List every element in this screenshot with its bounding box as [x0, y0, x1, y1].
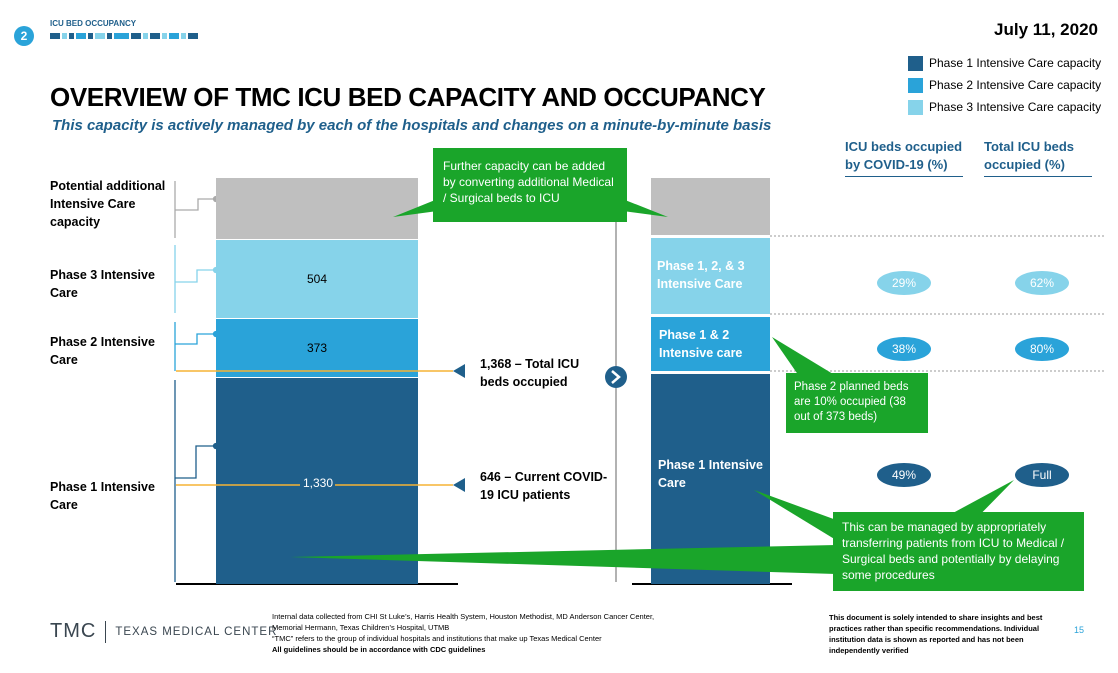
- source-line: Internal data collected from CHI St Luke…: [272, 612, 655, 621]
- page-subtitle: This capacity is actively managed by eac…: [52, 117, 772, 134]
- phase2-value: 373: [306, 341, 328, 355]
- covid-patients-callout: 646 – Current COVID-19 ICU patients: [480, 470, 608, 502]
- legend-swatch: [908, 77, 923, 93]
- column-header-total: Total ICU beds occupied (%): [984, 138, 1092, 177]
- source-line: All guidelines should be in accordance w…: [272, 645, 486, 654]
- left-bar-potential-segment: [216, 178, 418, 239]
- note-phase2-planned: Phase 2 planned beds are 10% occupied (3…: [786, 373, 928, 433]
- phase1-value: 1,330: [302, 476, 334, 490]
- left-bar-phase1-segment: [216, 378, 418, 584]
- right-bar-phase123-label: Phase 1, 2, & 3 Intensive Care: [657, 259, 745, 291]
- legend-label: Phase 3 Intensive Care capacity: [929, 100, 1102, 114]
- right-bar-potential-segment: [651, 178, 770, 235]
- section-progress-bar: [50, 33, 198, 39]
- legend: Phase 1 Intensive Care capacity Phase 2 …: [908, 52, 1101, 118]
- section-tag: ICU BED OCCUPANCY: [50, 19, 137, 28]
- left-bar-phase3-segment: 504: [216, 240, 418, 318]
- label-phase2: Phase 2 Intensive Care: [50, 335, 155, 367]
- right-bar-phase1-label: Phase 1 Intensive Care: [658, 458, 763, 490]
- chevron-right-icon: [605, 366, 627, 388]
- pill-covid-phase12: 38%: [877, 337, 931, 361]
- label-phase1: Phase 1 Intensive Care: [50, 480, 155, 512]
- footer-disclaimer: This document is solely intended to shar…: [829, 613, 1043, 655]
- total-occupied-arrow: [453, 364, 465, 378]
- source-line: Memorial Hermann, Texas Children’s Hospi…: [272, 623, 450, 632]
- legend-item-phase2: Phase 2 Intensive Care capacity: [908, 74, 1101, 96]
- right-bar-phase12-segment: Phase 1 & 2 Intensive care: [651, 317, 770, 371]
- phase3-value: 504: [306, 272, 328, 286]
- column-header-covid: ICU beds occupied by COVID-19 (%): [845, 138, 963, 177]
- left-bar-phase2-segment: 373: [216, 319, 418, 377]
- covid-arrow: [453, 478, 465, 492]
- right-bar-phase12-label: Phase 1 & 2 Intensive care: [659, 328, 743, 360]
- legend-item-phase3: Phase 3 Intensive Care capacity: [908, 96, 1101, 118]
- pill-total-phase123: 62%: [1015, 271, 1069, 295]
- legend-label: Phase 2 Intensive Care capacity: [929, 78, 1102, 92]
- pill-total-phase1: Full: [1015, 463, 1069, 487]
- slide-number-badge: 2: [14, 26, 34, 46]
- pill-total-phase12: 80%: [1015, 337, 1069, 361]
- note-further-capacity: Further capacity can be added by convert…: [433, 148, 627, 222]
- page-title: OVERVIEW OF TMC ICU BED CAPACITY AND OCC…: [50, 82, 766, 112]
- pill-covid-phase123: 29%: [877, 271, 931, 295]
- label-phase3: Phase 3 Intensive Care: [50, 268, 155, 300]
- legend-item-phase1: Phase 1 Intensive Care capacity: [908, 52, 1101, 74]
- tmc-logo: TMC TEXAS MEDICAL CENTER: [50, 620, 277, 643]
- right-bar-phase123-segment: Phase 1, 2, & 3 Intensive Care: [651, 238, 770, 314]
- report-date: July 11, 2020: [994, 20, 1098, 39]
- source-line: “TMC” refers to the group of individual …: [272, 634, 602, 643]
- label-potential-capacity: Potential additional Intensive Care capa…: [50, 179, 166, 229]
- page-number: 15: [1074, 625, 1085, 635]
- legend-swatch: [908, 55, 923, 71]
- footer-source-notes: Internal data collected from CHI St Luke…: [272, 611, 772, 655]
- note-managed-transfer: This can be managed by appropriately tra…: [833, 512, 1084, 591]
- total-occupied-callout: 1,368 – Total ICU beds occupied: [480, 357, 580, 389]
- logo-short: TMC: [50, 620, 97, 642]
- logo-name: TEXAS MEDICAL CENTER: [115, 625, 278, 638]
- pill-covid-phase1: 49%: [877, 463, 931, 487]
- legend-label: Phase 1 Intensive Care capacity: [929, 56, 1102, 70]
- legend-swatch: [908, 99, 923, 115]
